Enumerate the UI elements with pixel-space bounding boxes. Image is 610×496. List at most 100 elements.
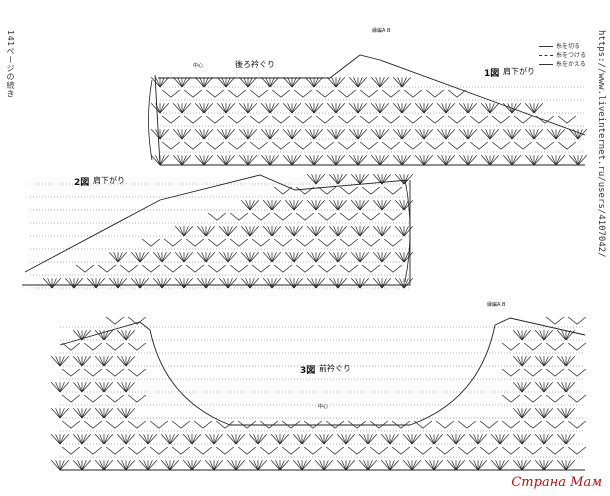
stitch-stroke bbox=[172, 103, 183, 114]
stitch-stroke bbox=[271, 226, 282, 237]
chain-stitch bbox=[315, 115, 335, 124]
stitch-stroke bbox=[521, 330, 527, 341]
stitch-stroke bbox=[304, 77, 315, 88]
stitch-stroke bbox=[91, 278, 97, 289]
stitch-stroke bbox=[529, 155, 535, 166]
stitch-stroke bbox=[81, 356, 87, 367]
diagram1-joins: 縁編A B bbox=[372, 28, 391, 34]
stitch-stroke bbox=[353, 155, 359, 166]
stitch-stroke bbox=[411, 434, 422, 445]
stitch-stroke bbox=[375, 129, 381, 140]
chain-stitch bbox=[403, 115, 423, 124]
stitch-stroke bbox=[203, 103, 214, 114]
stitch-stroke bbox=[328, 252, 339, 263]
stitch-stroke bbox=[511, 103, 517, 114]
stitch-stroke bbox=[397, 129, 403, 140]
stitch-stroke bbox=[181, 129, 192, 140]
stitch-stroke bbox=[511, 155, 517, 166]
stitch-stroke bbox=[279, 460, 285, 471]
chain-stitch bbox=[317, 186, 337, 195]
stitch-stroke bbox=[511, 129, 517, 140]
stitch-stroke bbox=[103, 356, 109, 367]
stitch-stroke bbox=[183, 278, 189, 289]
stitch-stroke bbox=[135, 278, 141, 289]
stitch-stroke bbox=[543, 408, 554, 419]
stitch-stroke bbox=[357, 155, 363, 166]
stitch-stroke bbox=[59, 434, 70, 445]
stitch-stroke bbox=[546, 155, 557, 166]
stitch-stroke bbox=[121, 356, 127, 367]
stitch-stroke bbox=[86, 278, 97, 289]
stitch-stroke bbox=[499, 434, 510, 445]
chain-stitch bbox=[359, 89, 379, 98]
chain-stitch bbox=[361, 264, 381, 273]
stitch-stroke bbox=[345, 434, 351, 445]
stitch-stroke bbox=[249, 226, 255, 237]
stitch-stroke bbox=[345, 460, 356, 471]
chain-stitch bbox=[391, 420, 411, 429]
stitch-stroke bbox=[489, 155, 495, 166]
stitch-stroke bbox=[231, 460, 237, 471]
stitch-stroke bbox=[59, 356, 65, 367]
stitch-stroke bbox=[534, 460, 545, 471]
chain-stitch bbox=[127, 420, 147, 429]
chain-stitch bbox=[413, 420, 433, 429]
stitch-stroke bbox=[533, 103, 539, 114]
stitch-stroke bbox=[533, 155, 539, 166]
chain-stitch bbox=[215, 420, 235, 429]
stitch-stroke bbox=[311, 252, 317, 263]
stitch-stroke bbox=[291, 129, 302, 140]
chain-stitch bbox=[315, 141, 335, 150]
chain-stitch bbox=[383, 212, 403, 221]
stitch-stroke bbox=[269, 77, 275, 88]
stitch-stroke bbox=[414, 155, 425, 166]
stitch-stroke bbox=[543, 356, 549, 367]
stitch-stroke bbox=[313, 129, 324, 140]
stitch-stroke bbox=[363, 434, 369, 445]
stitch-stroke bbox=[269, 129, 275, 140]
chain-stitch bbox=[383, 186, 403, 195]
stitch-stroke bbox=[221, 103, 227, 114]
stitch-stroke bbox=[304, 103, 315, 114]
stitch-stroke bbox=[543, 330, 554, 341]
stitch-stroke bbox=[445, 129, 456, 140]
stitch-stroke bbox=[50, 434, 61, 445]
stitch-stroke bbox=[328, 226, 339, 237]
stitch-stroke bbox=[103, 330, 109, 341]
source-url[interactable]: https://www.liveinternet.ru/users/410704… bbox=[596, 30, 606, 258]
chain-stitch bbox=[317, 264, 337, 273]
stitch-stroke bbox=[556, 330, 567, 341]
stitch-stroke bbox=[401, 155, 412, 166]
chain-stitch bbox=[523, 368, 543, 377]
stitch-stroke bbox=[269, 103, 280, 114]
stitch-stroke bbox=[159, 155, 165, 166]
chain-stitch bbox=[491, 115, 511, 124]
stitch-stroke bbox=[113, 278, 119, 289]
stitch-stroke bbox=[372, 278, 383, 289]
stitch-stroke bbox=[225, 129, 231, 140]
stitch-stroke bbox=[534, 356, 545, 367]
stitch-stroke bbox=[401, 129, 407, 140]
chain-stitch bbox=[295, 264, 315, 273]
stitch-stroke bbox=[337, 226, 343, 237]
stitch-stroke bbox=[433, 460, 444, 471]
stitch-stroke bbox=[333, 200, 339, 211]
stitch-stroke bbox=[161, 278, 172, 289]
stitch-stroke bbox=[218, 278, 229, 289]
stitch-stroke bbox=[225, 103, 236, 114]
chain-stitch bbox=[183, 89, 203, 98]
legend-item-attach: 糸をつける bbox=[538, 51, 586, 60]
stitch-stroke bbox=[333, 252, 339, 263]
stitch-stroke bbox=[117, 278, 123, 289]
stitch-stroke bbox=[213, 460, 224, 471]
stitch-stroke bbox=[181, 155, 187, 166]
stitch-stroke bbox=[357, 129, 368, 140]
chain-stitch bbox=[273, 264, 293, 273]
stitch-stroke bbox=[357, 77, 368, 88]
stitch-stroke bbox=[407, 434, 413, 445]
chain-stitch bbox=[271, 89, 291, 98]
stitch-stroke bbox=[187, 460, 193, 471]
chain-stitch bbox=[457, 446, 477, 455]
stitch-stroke bbox=[225, 129, 236, 140]
stitch-stroke bbox=[257, 460, 268, 471]
